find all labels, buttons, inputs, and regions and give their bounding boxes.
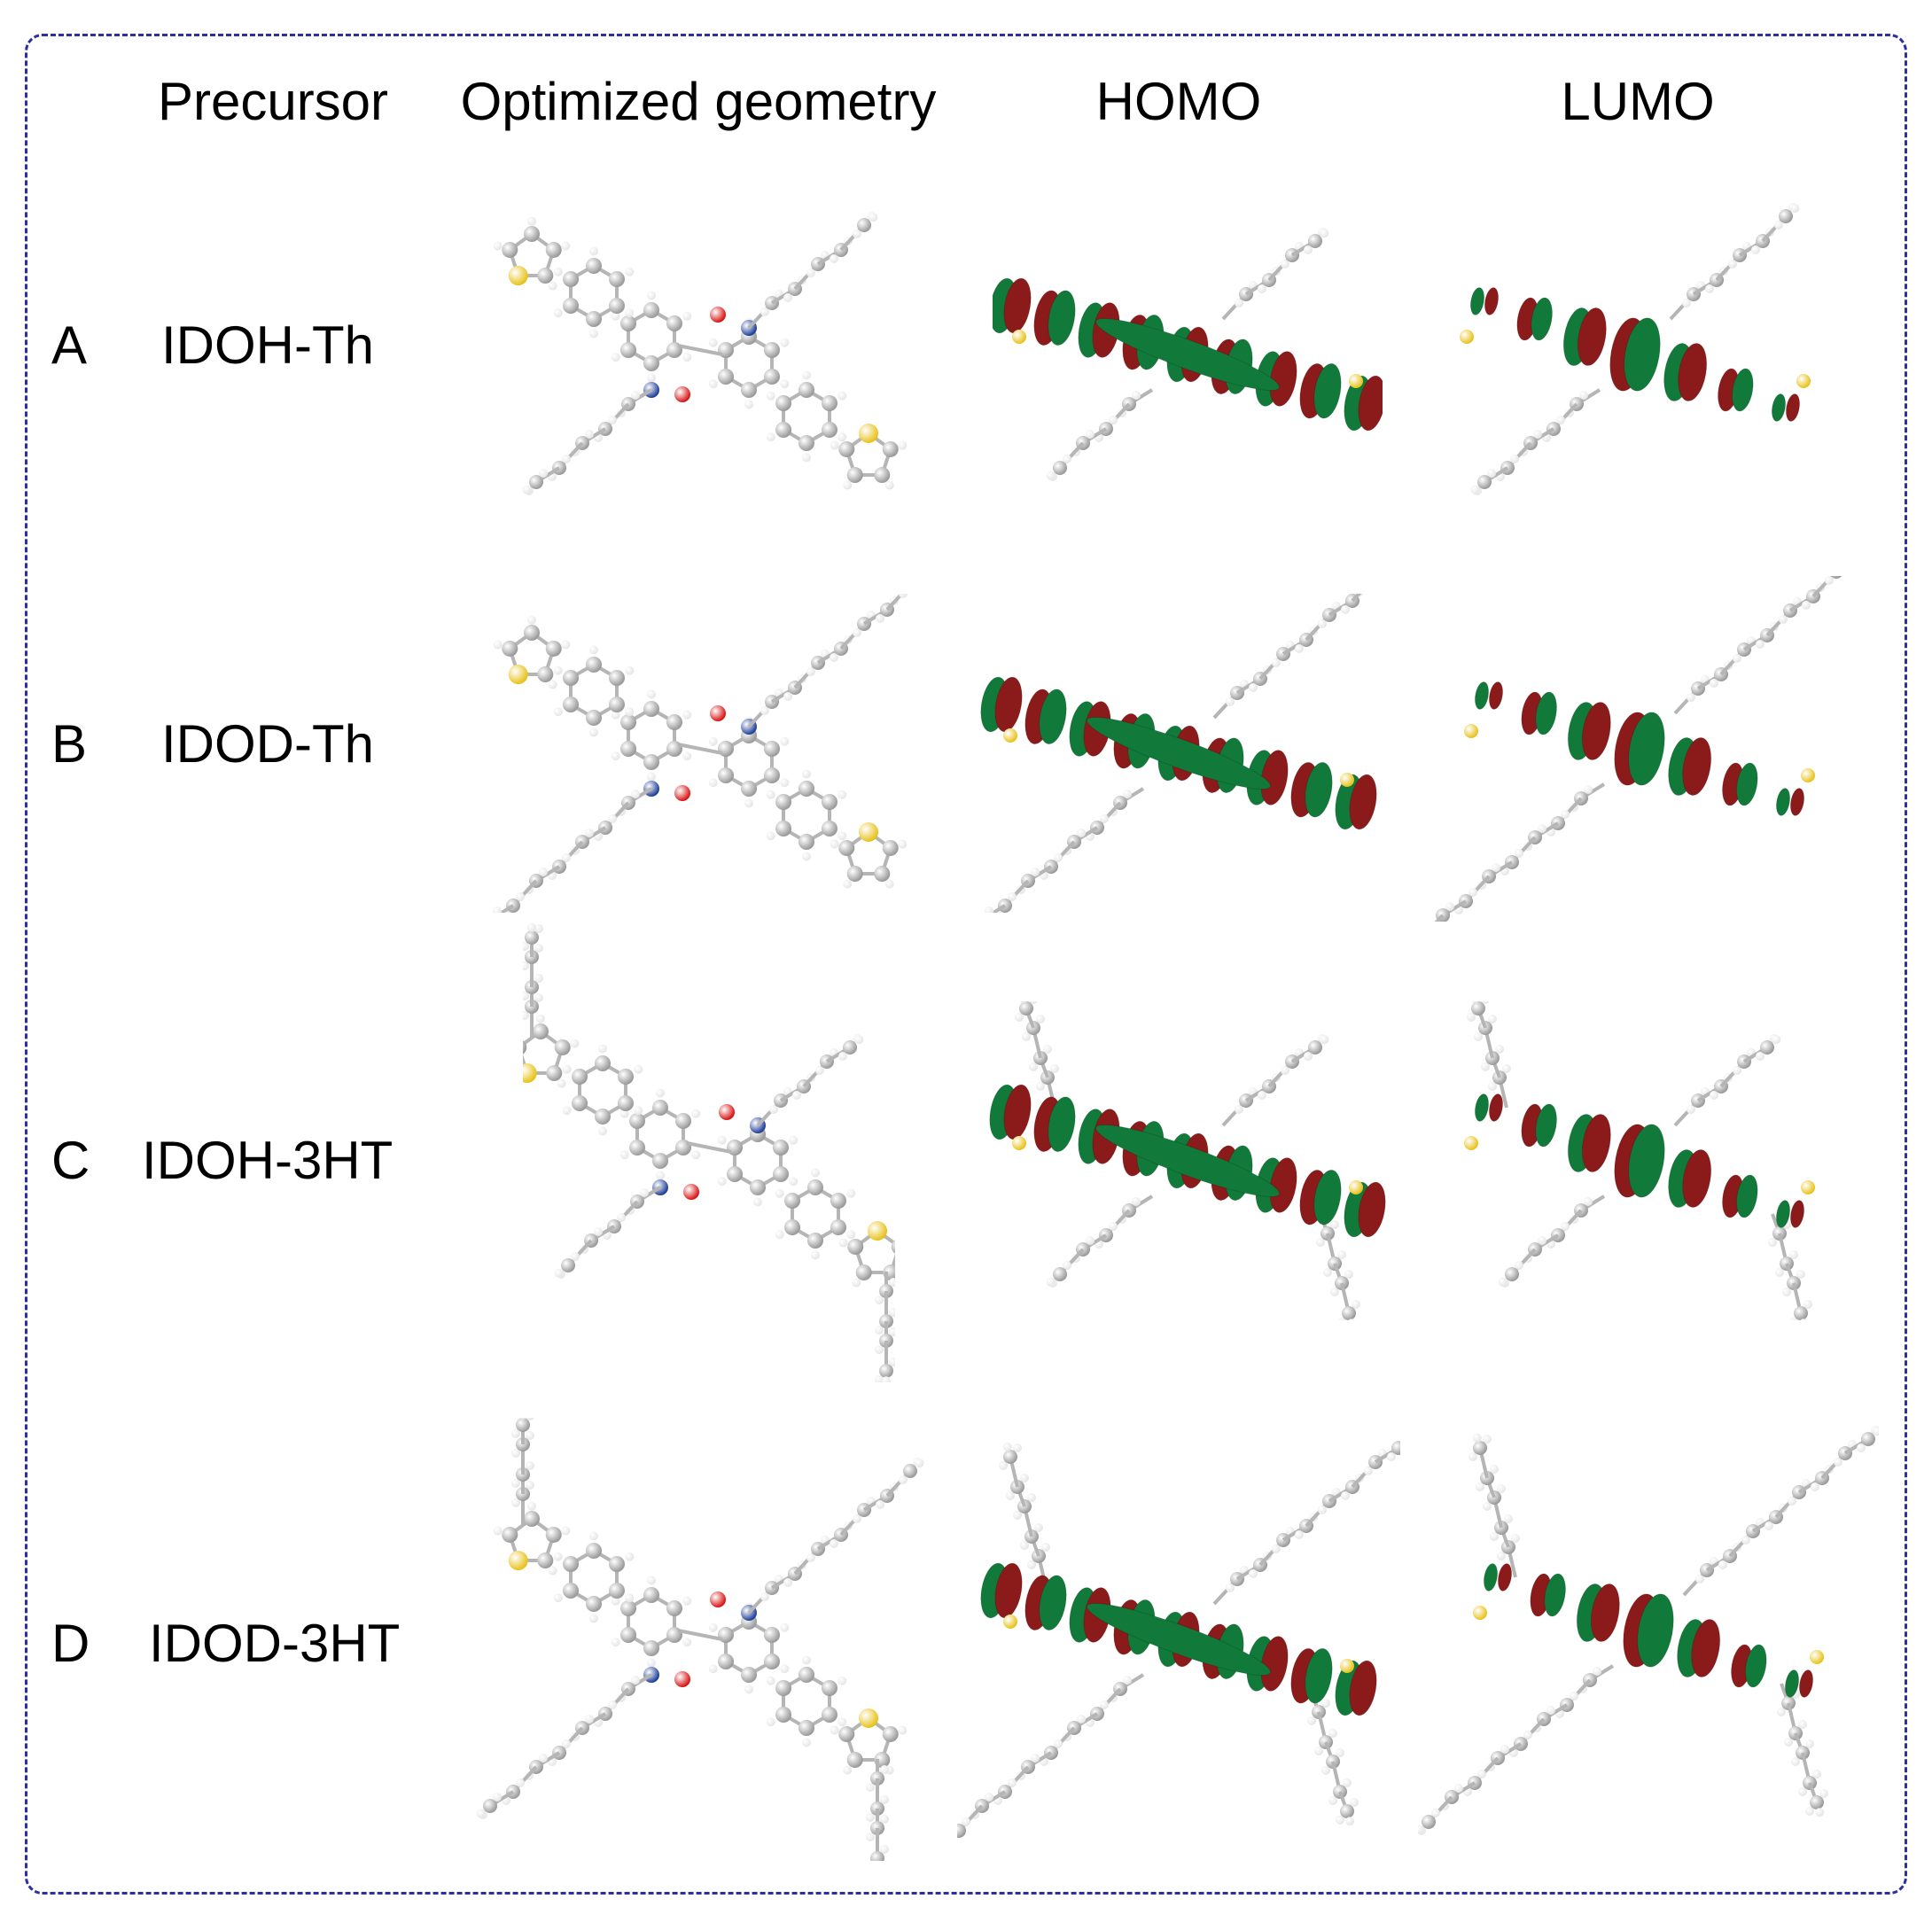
row-a-homo-image — [993, 186, 1383, 523]
row-c-lumo-image — [1436, 1001, 1843, 1320]
row-b-letter: B — [51, 714, 88, 774]
row-a-optimized-geometry-image — [461, 186, 939, 523]
header-homo: HOMO — [1095, 72, 1262, 131]
figure-border — [25, 34, 1907, 1895]
row-d-optimized-geometry-image — [461, 1418, 939, 1861]
row-c-homo-image — [975, 1001, 1400, 1320]
row-c-name: IDOH-3HT — [142, 1131, 393, 1190]
header-lumo: LUMO — [1561, 72, 1715, 131]
header-precursor: Precursor — [157, 72, 389, 131]
row-d-homo-image — [957, 1418, 1400, 1861]
row-b-lumo-image — [1391, 576, 1888, 922]
row-a-letter: A — [51, 315, 88, 375]
row-c-letter: C — [51, 1131, 90, 1190]
row-b-name: IDOD-Th — [161, 714, 374, 774]
row-c-optimized-geometry-image — [523, 922, 895, 1382]
row-b-homo-image — [948, 594, 1409, 913]
row-a-lumo-image — [1436, 186, 1835, 523]
row-b-optimized-geometry-image — [434, 594, 966, 913]
row-d-lumo-image — [1418, 1409, 1879, 1852]
header-optimized-geometry: Optimized geometry — [460, 72, 937, 131]
row-a-name: IDOH-Th — [161, 315, 374, 375]
row-d-name: IDOD-3HT — [149, 1614, 401, 1673]
row-d-letter: D — [51, 1614, 90, 1673]
